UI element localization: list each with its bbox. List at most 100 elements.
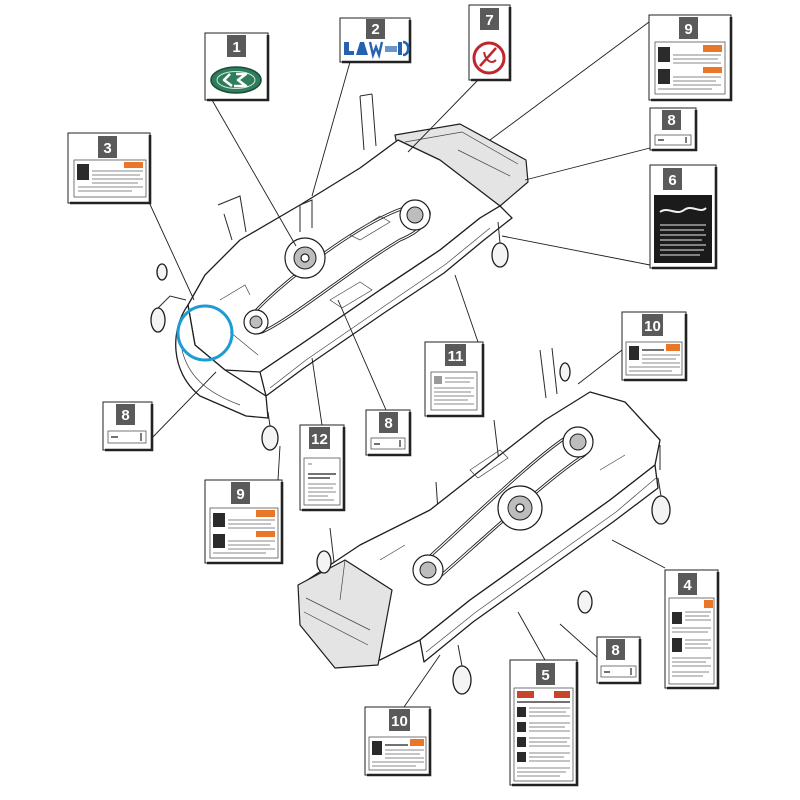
callout-number: 5 bbox=[541, 667, 549, 684]
small-decal bbox=[370, 437, 406, 450]
callout-number: 8 bbox=[611, 642, 619, 659]
warning-pictogram-icon bbox=[672, 612, 682, 624]
callout-1: 1 bbox=[204, 32, 270, 102]
safety-instruction-decal bbox=[513, 687, 574, 782]
caster-wheel bbox=[559, 362, 571, 382]
callout-number: 10 bbox=[391, 713, 408, 730]
warning-pictogram-icon bbox=[77, 164, 89, 180]
callout-number: 2 bbox=[371, 21, 379, 38]
callout-number: 7 bbox=[485, 12, 493, 29]
callout-5: 5 bbox=[509, 659, 579, 787]
warning-decal bbox=[625, 341, 683, 376]
leader-line bbox=[559, 623, 599, 659]
leader-line bbox=[501, 235, 651, 266]
caster-wheel bbox=[261, 425, 279, 451]
warning-decal bbox=[368, 736, 427, 771]
green-logo-decal-icon bbox=[210, 66, 262, 94]
callout-4: 4 bbox=[664, 569, 720, 690]
callout-8: 8 bbox=[596, 636, 642, 685]
warning-pictogram-icon bbox=[213, 534, 225, 548]
callout-9: 9 bbox=[204, 479, 284, 565]
leader-line bbox=[311, 61, 351, 197]
callout-3: 3 bbox=[67, 132, 152, 205]
leader-line bbox=[407, 79, 479, 153]
warning-decal bbox=[668, 597, 715, 685]
caster-wheel bbox=[150, 307, 166, 333]
small-decal bbox=[654, 134, 692, 146]
callout-number: 4 bbox=[683, 577, 692, 594]
callout-number: 9 bbox=[684, 21, 692, 38]
leader-line bbox=[311, 357, 323, 426]
callout-9: 9 bbox=[648, 14, 733, 102]
callout-number: 6 bbox=[668, 172, 676, 189]
warning-decal bbox=[209, 507, 279, 559]
callout-10: 10 bbox=[364, 706, 432, 777]
callout-7: 7 bbox=[468, 4, 512, 82]
callout-11: 11 bbox=[424, 341, 485, 418]
prohibition-icon bbox=[472, 41, 506, 75]
callout-6: 6 bbox=[649, 164, 718, 270]
callout-8: 8 bbox=[102, 401, 154, 452]
callout-8: 8 bbox=[649, 107, 698, 152]
leader-line bbox=[149, 371, 217, 441]
highlight-circle-icon bbox=[176, 304, 234, 362]
warning-pictogram-icon bbox=[658, 69, 670, 84]
leader-line bbox=[211, 99, 297, 247]
leader-line bbox=[489, 21, 650, 141]
warning-pictogram-icon bbox=[629, 346, 639, 360]
small-decal bbox=[600, 665, 637, 678]
callout-number: 1 bbox=[232, 39, 240, 56]
caster-wheel bbox=[452, 665, 472, 695]
callout-12: 12 bbox=[299, 424, 346, 512]
warning-pictogram-icon bbox=[372, 741, 382, 755]
lubrication-decal bbox=[303, 457, 341, 506]
callout-number: 10 bbox=[644, 318, 661, 335]
callout-number: 12 bbox=[311, 431, 328, 448]
blue-brand-decal-icon bbox=[344, 40, 410, 60]
callout-number: 8 bbox=[121, 407, 129, 424]
leader-line bbox=[577, 349, 623, 385]
warning-pictogram-icon bbox=[517, 722, 526, 732]
leader-line bbox=[403, 654, 441, 708]
leader-line bbox=[337, 299, 387, 411]
callout-number: 8 bbox=[667, 112, 675, 129]
caster-wheel bbox=[577, 590, 593, 614]
callout-2: 2 bbox=[339, 17, 412, 64]
instruction-decal-dark bbox=[654, 195, 712, 263]
lift-post bbox=[359, 93, 377, 151]
leader-line bbox=[277, 445, 281, 481]
warning-pictogram-icon bbox=[517, 752, 526, 762]
deck-side-wall bbox=[419, 464, 659, 663]
warning-pictogram-icon bbox=[517, 707, 526, 717]
small-decal bbox=[107, 430, 147, 444]
caster-wheel bbox=[156, 263, 168, 281]
mower-deck-lower bbox=[297, 347, 671, 695]
leader-line bbox=[524, 147, 651, 181]
warning-decal bbox=[73, 159, 147, 198]
warning-pictogram-icon bbox=[213, 513, 225, 527]
leader-line bbox=[611, 539, 666, 569]
warning-decal bbox=[654, 41, 726, 95]
lift-post bbox=[539, 347, 558, 399]
warning-pictogram-icon bbox=[672, 638, 682, 652]
leader-lines bbox=[147, 21, 666, 708]
callout-10: 10 bbox=[621, 311, 688, 382]
instruction-decal bbox=[430, 371, 478, 411]
blade-diagram-icon bbox=[659, 207, 707, 213]
caster-wheel bbox=[316, 550, 332, 574]
caster-wheel bbox=[651, 495, 671, 525]
caster-wheel bbox=[491, 242, 509, 268]
mower-deck-upper bbox=[150, 93, 529, 451]
leader-line bbox=[517, 611, 546, 661]
lift-post bbox=[217, 195, 247, 241]
callout-8: 8 bbox=[365, 409, 412, 457]
callout-number: 11 bbox=[448, 348, 464, 365]
warning-pictogram-icon bbox=[658, 47, 670, 62]
leader-line bbox=[147, 199, 195, 301]
callout-number: 9 bbox=[236, 486, 244, 503]
callout-number: 3 bbox=[103, 140, 111, 157]
warning-pictogram-icon bbox=[517, 737, 526, 747]
leader-line bbox=[454, 274, 479, 343]
